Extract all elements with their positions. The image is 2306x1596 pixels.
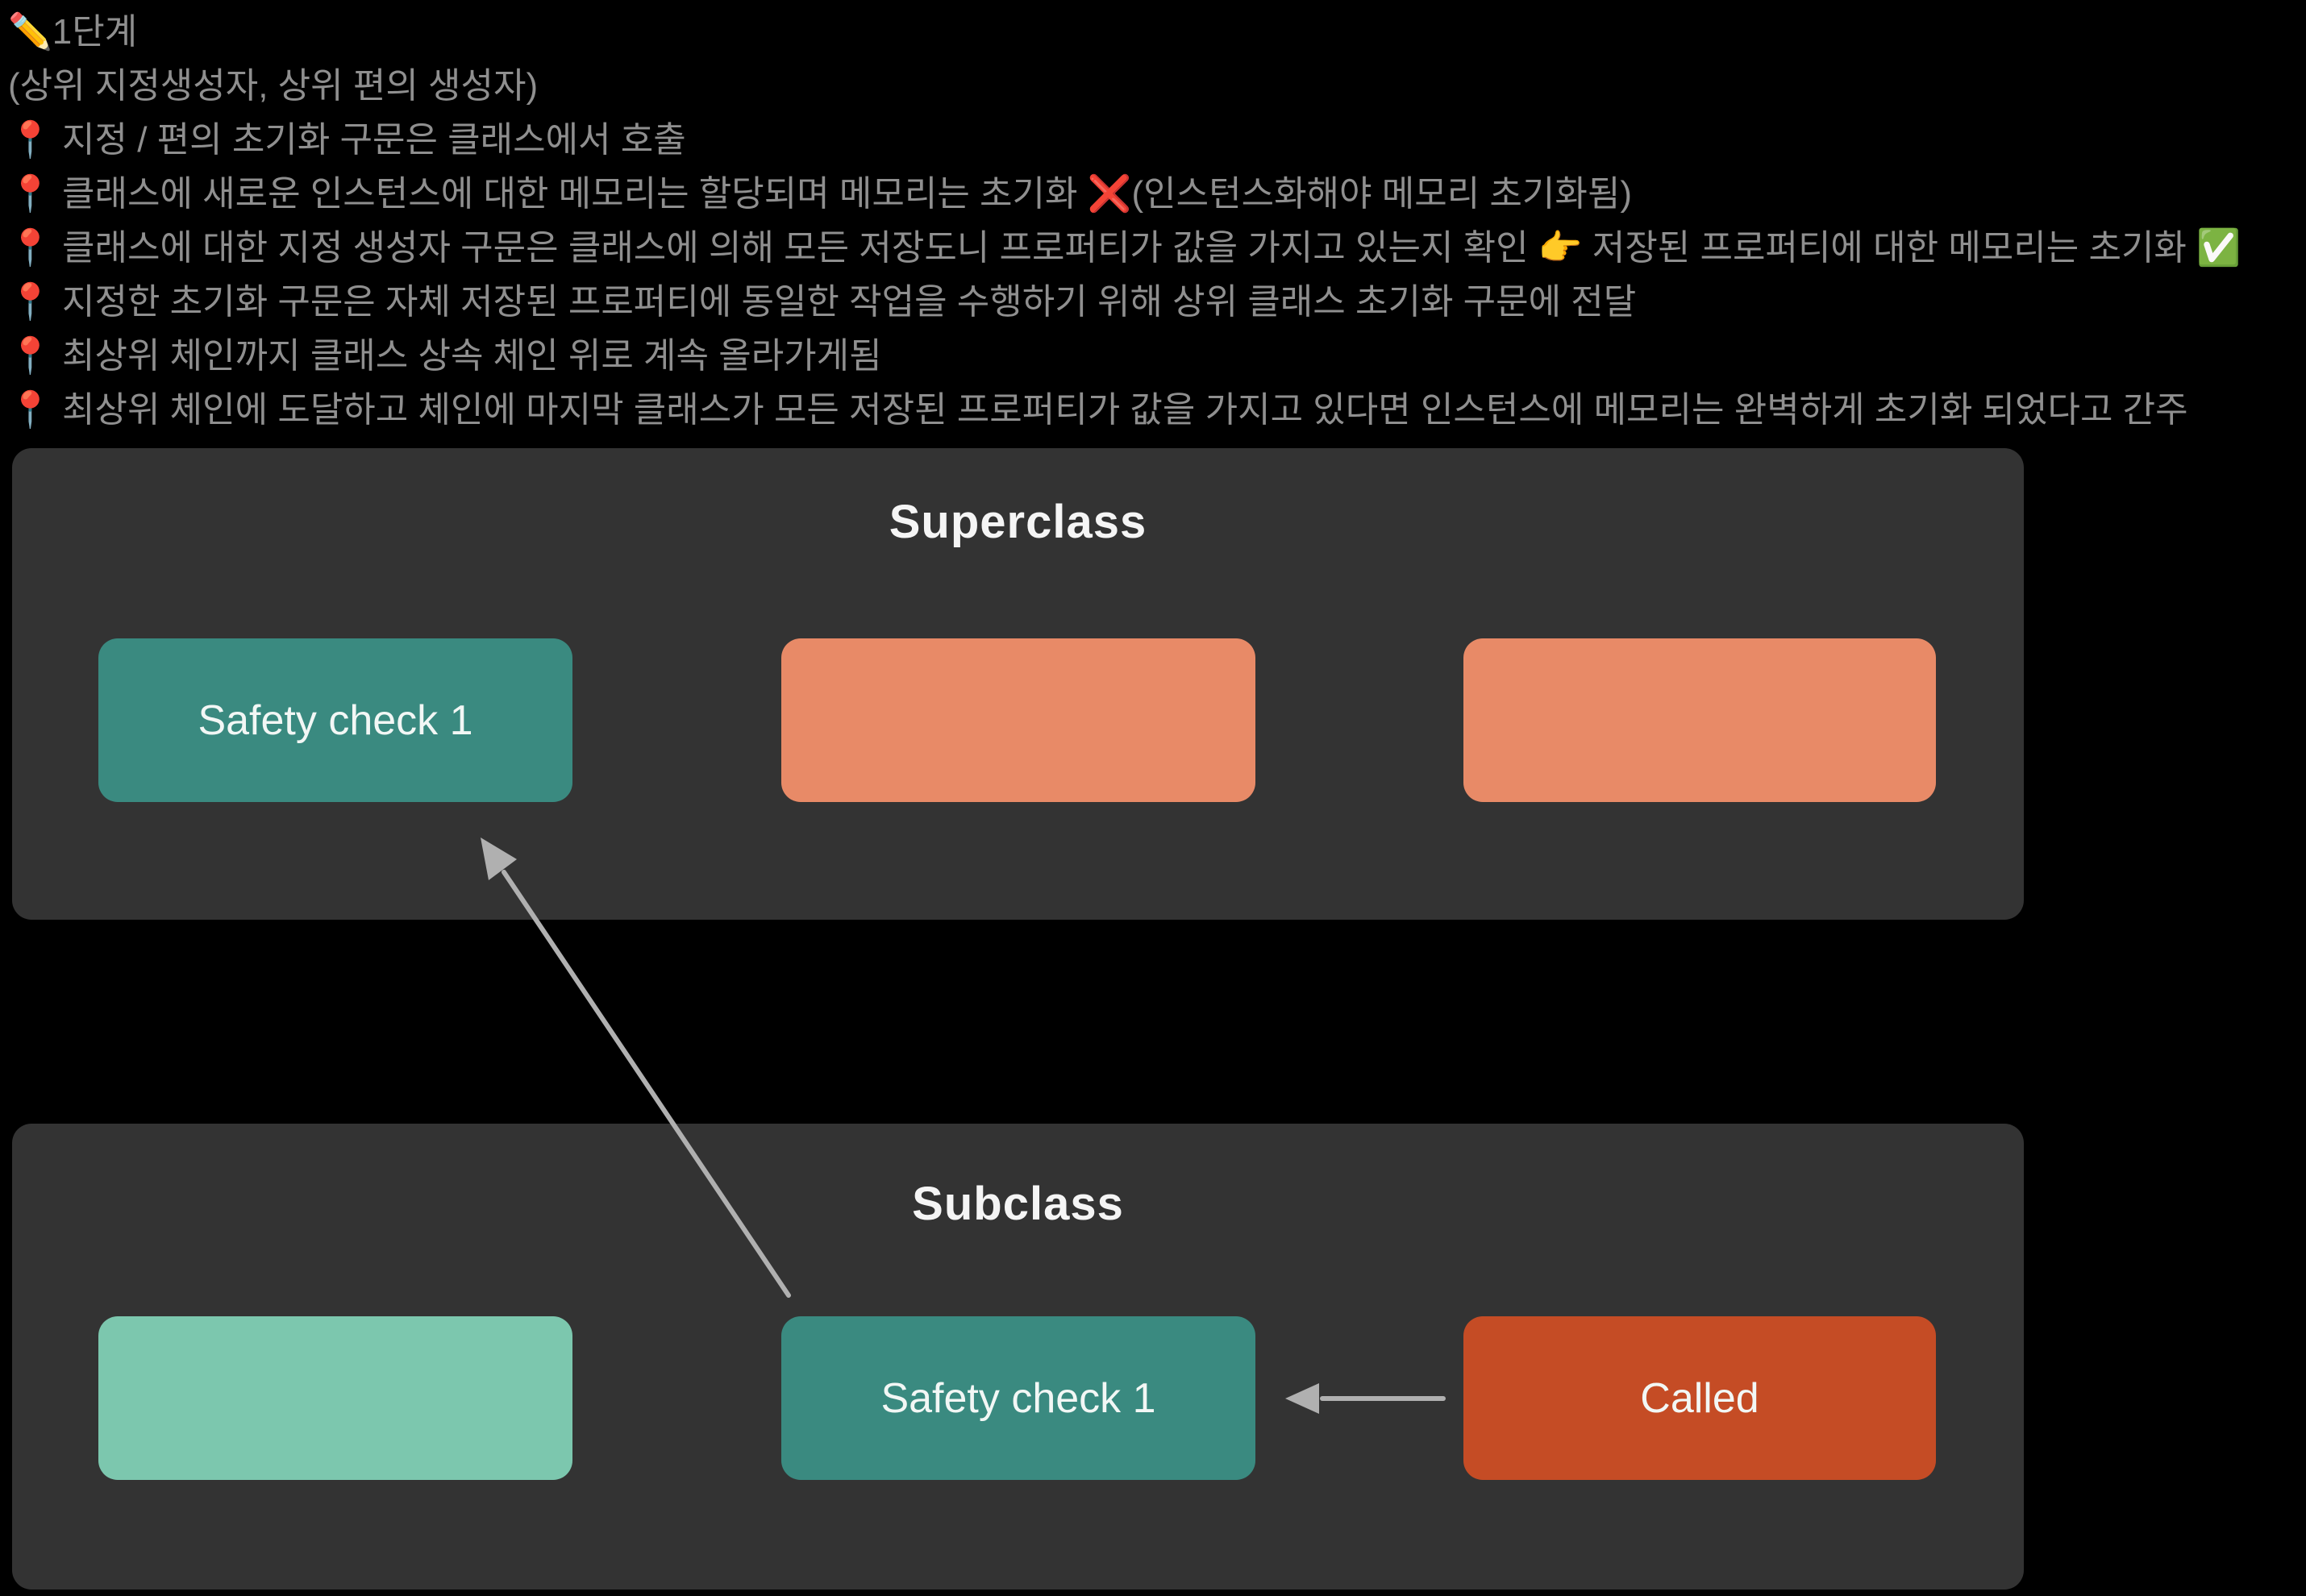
note-bullet: 📍 클래스에 대한 지정 생성자 구문은 클래스에 의해 모든 저장도니 프로퍼… <box>8 228 2241 268</box>
notes-block: ✏️1단계 (상위 지정생성자, 상위 편의 생성자) 📍 지정 / 편의 초기… <box>8 5 2241 437</box>
note-bullet: 📍 지정 / 편의 초기화 구문은 클래스에서 호출 <box>8 120 686 160</box>
box-label: Safety check 1 <box>198 696 473 744</box>
box-label: Called <box>1640 1374 1759 1422</box>
superclass-empty-box-2 <box>1463 638 1936 802</box>
note-bullet: 📍 클래스에 새로운 인스턴스에 대한 메모리는 할당되며 메모리는 초기화 ❌… <box>8 174 1632 214</box>
note-bullet: 📍 최상위 체인까지 클래스 상속 체인 위로 계속 올라가게됨 <box>8 336 882 376</box>
superclass-panel: Superclass Safety check 1 <box>12 448 2024 920</box>
box-label: Safety check 1 <box>880 1374 1156 1422</box>
notes-heading: ✏️1단계 <box>8 12 138 52</box>
note-bullet: 📍 지정한 초기화 구문은 자체 저장된 프로퍼티에 동일한 작업을 수행하기 … <box>8 282 1637 322</box>
subclass-safety-check-1-box: Safety check 1 <box>781 1316 1255 1480</box>
superclass-safety-check-1-box: Safety check 1 <box>98 638 572 802</box>
notes-subheading: (상위 지정생성자, 상위 편의 생성자) <box>8 66 539 106</box>
subclass-called-box: Called <box>1463 1316 1936 1480</box>
superclass-title: Superclass <box>889 496 1147 548</box>
note-bullet: 📍 최상위 체인에 도달하고 체인에 마지막 클래스가 모든 저장된 프로퍼티가… <box>8 390 2188 430</box>
subclass-title: Subclass <box>912 1178 1124 1230</box>
subclass-panel: Subclass Safety check 1 Called <box>12 1124 2024 1590</box>
subclass-empty-box <box>98 1316 572 1480</box>
superclass-empty-box-1 <box>781 638 1255 802</box>
